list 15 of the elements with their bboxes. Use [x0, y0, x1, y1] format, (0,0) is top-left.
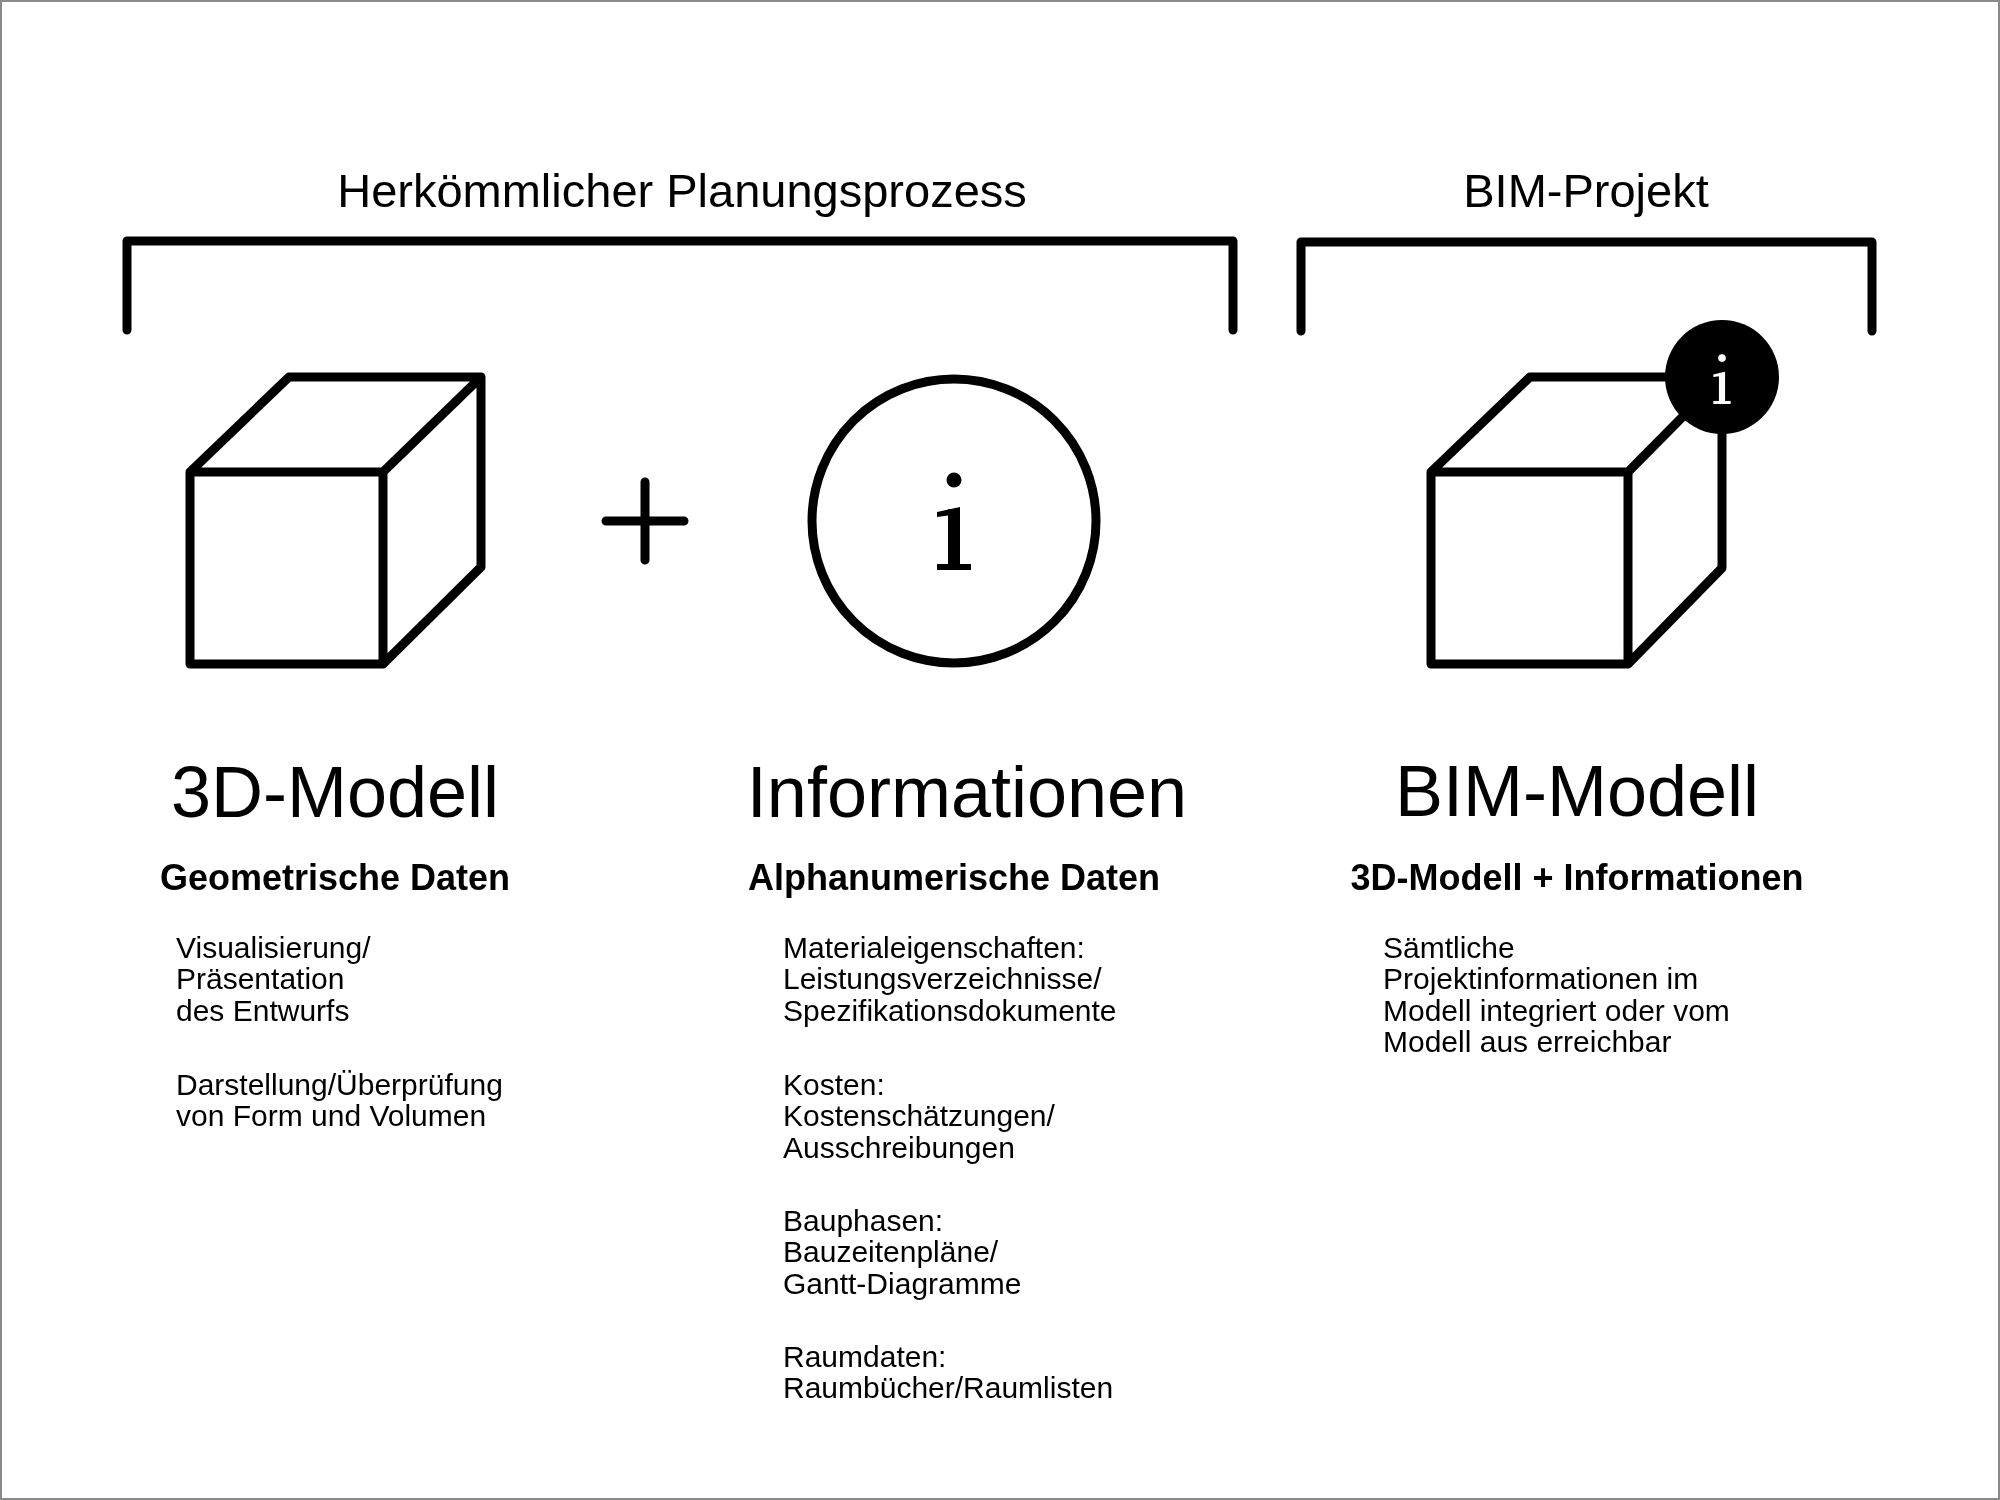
- description-text: Visualisierung/ Präsentation des Entwurfs: [176, 931, 372, 1026]
- section-heading: Herkömmlicher Planungsprozess: [337, 163, 1027, 218]
- column-subtitle: Alphanumerische Daten: [747, 856, 1161, 899]
- section-heading: BIM-Projekt: [1463, 163, 1709, 218]
- column-title: Informationen: [746, 752, 1188, 833]
- description-text: Raumdaten: Raumbücher/Raumlisten: [783, 1340, 1115, 1404]
- description-text: Darstellung/Überprüfung von Form und Volumen: [176, 1068, 504, 1132]
- description-text: Sämtliche Projektinformationen im Modell integriert oder vom Modell aus erreichbar: [1383, 931, 1731, 1058]
- column-title: 3D-Modell: [170, 752, 500, 833]
- column-subtitle: 3D-Modell + Informationen: [1350, 856, 1804, 899]
- column-subtitle: Geometrische Daten: [159, 856, 511, 899]
- description-text: Bauphasen: Bauzeitenpläne/ Gantt-Diagramme: [783, 1204, 1023, 1299]
- column-title: BIM-Modell: [1394, 751, 1760, 832]
- description-text: Kosten: Kostenschätzungen/ Ausschreibungen: [783, 1068, 1056, 1163]
- description-text: Materialeigenschaften: Leistungsverzeichnisse/ Spezifikationsdokumente: [783, 931, 1118, 1026]
